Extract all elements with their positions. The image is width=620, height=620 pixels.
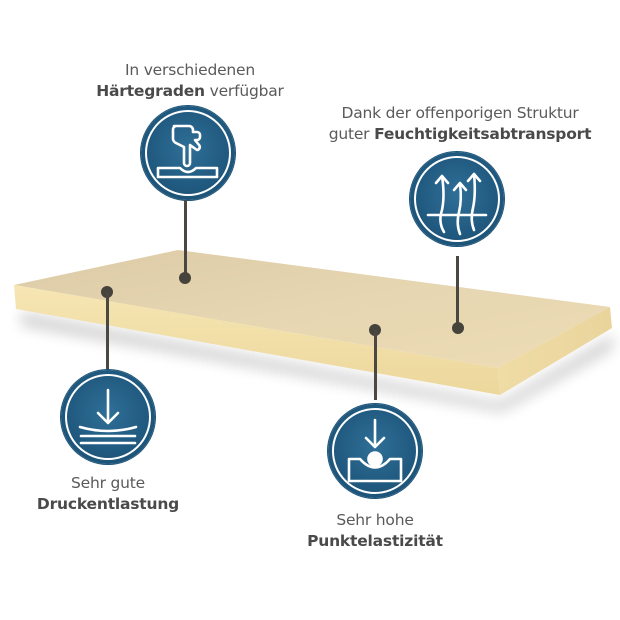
connector-dot	[179, 272, 191, 284]
feature-line1: Sehr gute	[71, 474, 145, 492]
feature-label-feuchtigkeit: Dank der offenporigen Struktur guter Feu…	[300, 103, 620, 145]
feature-line1: Sehr hohe	[336, 511, 414, 529]
feature-line2: Druckentlastung	[36, 495, 180, 513]
connector-dot	[452, 322, 464, 334]
feature-line2: Härtegraden verfügbar	[96, 82, 284, 100]
feature-line1: Dank der offenporigen Struktur	[341, 104, 579, 122]
feature-label-haertegrade: In verschiedenen Härtegraden verfügbar	[75, 60, 305, 102]
connector-line	[184, 200, 187, 276]
moisture-arrows-icon	[410, 152, 504, 246]
feature-line1: In verschiedenen	[124, 61, 256, 79]
connector-line	[374, 330, 377, 400]
feature-line2: guter Feuchtigkeitsabtransport	[328, 125, 592, 143]
feature-line2: Punktelastizität	[307, 532, 443, 550]
finger-press-icon	[141, 106, 235, 200]
feature-label-druckentlastung: Sehr gute Druckentlastung	[10, 473, 206, 515]
pressure-relief-icon	[61, 370, 155, 464]
connector-line	[456, 256, 459, 326]
connector-line	[106, 292, 109, 370]
feature-label-punktelastizitaet: Sehr hohe Punktelastizität	[272, 510, 478, 552]
point-elasticity-icon	[328, 404, 422, 498]
